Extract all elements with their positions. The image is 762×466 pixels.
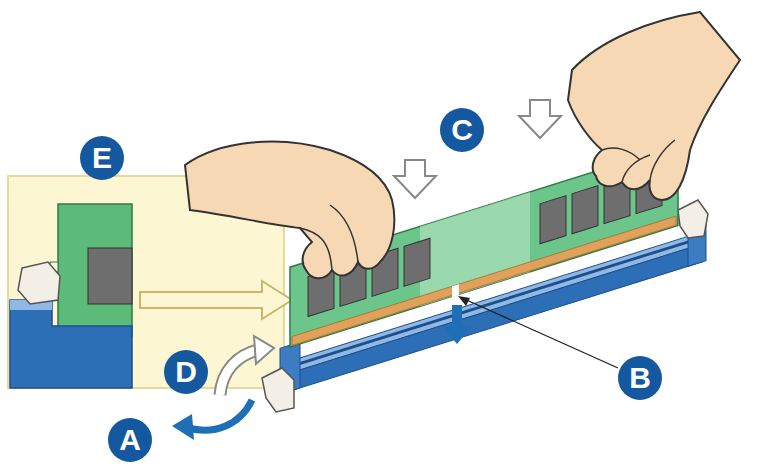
callout-circle	[108, 418, 152, 462]
leader-line	[462, 298, 618, 368]
latch-open-arrow	[220, 350, 258, 395]
inset-arrow	[140, 281, 292, 319]
latch-push-arrow	[188, 400, 252, 430]
slot-latch	[678, 200, 708, 238]
left-hand	[185, 142, 394, 279]
callout-letter: E	[80, 136, 124, 180]
callout-letter: C	[440, 108, 484, 152]
callout-circle	[80, 136, 124, 180]
callout-circle	[440, 108, 484, 152]
slot-latch	[262, 368, 294, 412]
callout-letter: B	[618, 356, 662, 400]
callout-letter: A	[108, 418, 152, 462]
right-hand	[568, 12, 740, 200]
callout-letter: D	[164, 350, 208, 394]
insert-arrow	[442, 305, 472, 344]
callout-circle	[618, 356, 662, 400]
press-arrow	[394, 160, 436, 198]
press-arrow	[519, 100, 561, 138]
callout-circle	[164, 350, 208, 394]
